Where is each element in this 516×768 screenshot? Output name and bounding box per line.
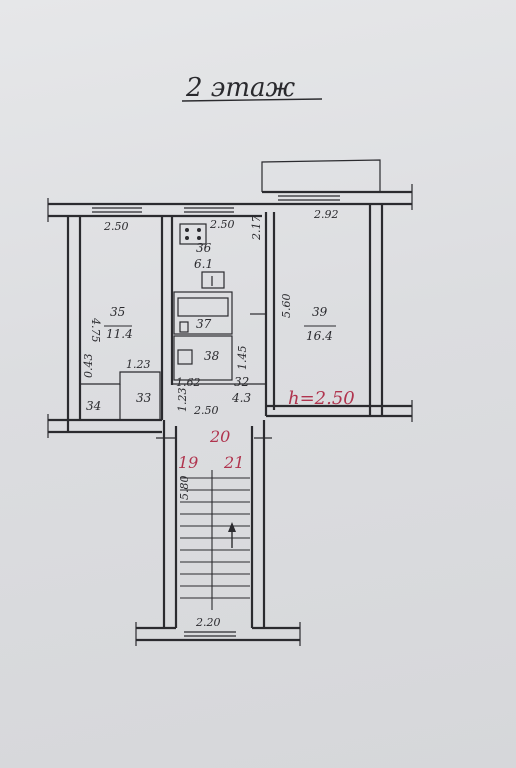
room-37-number: 37 (196, 317, 212, 331)
room-39-number: 39 (312, 305, 328, 319)
ceiling-height-note: h=2.50 (288, 388, 355, 409)
dim-landing-width: 2.50 (193, 404, 219, 417)
stove-icon (179, 223, 207, 245)
room-38-number: 38 (204, 349, 220, 363)
room-34-number: 34 (86, 399, 101, 413)
room-35-number: 35 (110, 305, 125, 319)
dim-closet-width: 1.23 (126, 358, 151, 371)
room-36-area: 6.1 (194, 257, 213, 271)
title-underline (181, 98, 323, 102)
dim-right-width: 2.92 (313, 208, 339, 221)
dim-stair-depth: 5.80 (178, 476, 191, 501)
dim-bath-depth: 1.45 (236, 346, 249, 371)
room-36-number: 36 (196, 241, 212, 255)
dim-stair-width: 2.20 (195, 616, 221, 629)
windows (92, 195, 340, 637)
room-39-area: 16.4 (306, 329, 333, 343)
room-20-number: 20 (209, 427, 230, 446)
room-21-number: 21 (223, 453, 244, 472)
wall-ticks (47, 184, 413, 646)
room-33-number: 33 (136, 391, 152, 405)
room-32-area: 4.3 (231, 391, 251, 405)
floor-title: 2 этаж (185, 73, 296, 103)
dim-kitchen-width: 2.50 (209, 218, 235, 231)
dim-hall-width: 1.62 (176, 376, 201, 389)
washbasin-icon (177, 349, 193, 365)
bathtub-icon (177, 297, 229, 317)
dim-kitchen-depth: 2.17 (250, 216, 263, 242)
dim-left-depth: 4.75 (89, 317, 102, 343)
dim-left-width: 2.50 (103, 220, 129, 233)
room-35-area: 11.4 (106, 327, 133, 341)
sink-icon (201, 271, 225, 289)
arrow-up-icon (228, 522, 236, 548)
room-19-number: 19 (178, 453, 198, 472)
dim-right-depth: 5.60 (280, 294, 293, 319)
staircase (180, 470, 250, 610)
dim-closet-depth: 0.43 (82, 354, 95, 379)
room-32-number: 32 (234, 375, 249, 389)
toilet-icon (179, 321, 189, 333)
dim-hall-depth: 1.23 (176, 388, 189, 413)
walls (48, 159, 412, 642)
